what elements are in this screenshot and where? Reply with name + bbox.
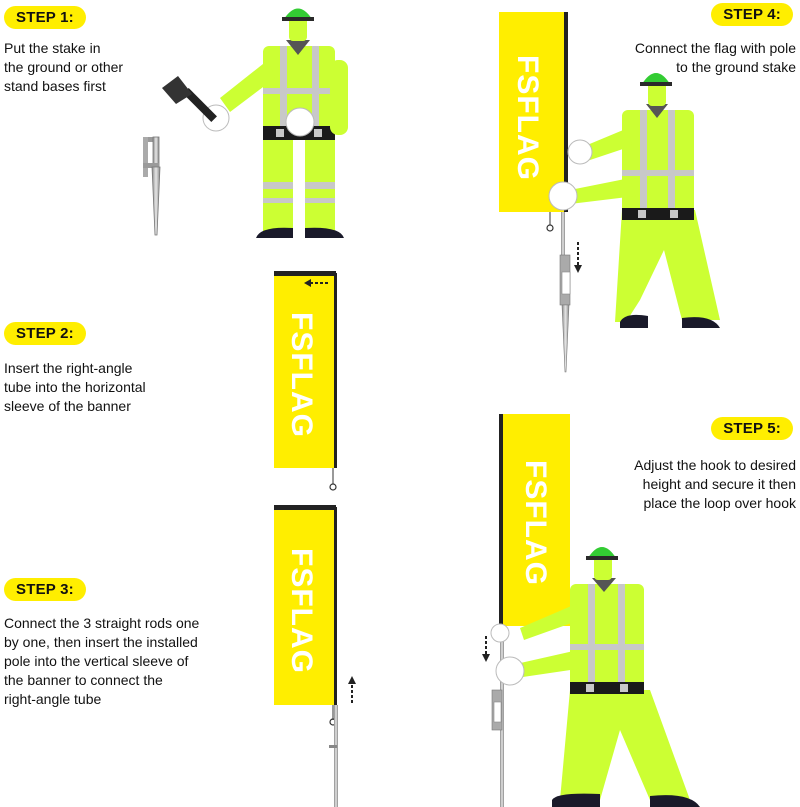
worker-step1 bbox=[162, 8, 348, 238]
worker-step4 bbox=[548, 73, 720, 328]
banner-step2: FSFLAG bbox=[274, 271, 337, 491]
banner-step5: FSFLAG bbox=[482, 414, 570, 807]
step4-badge: STEP 4: bbox=[711, 3, 793, 26]
step4-description: Connect the flag with pole to the ground… bbox=[634, 40, 796, 75]
step5-description: Adjust the hook to desired height and se… bbox=[634, 457, 796, 511]
step3-flag-text: FSFLAG bbox=[285, 548, 318, 674]
step1-badge: STEP 1: bbox=[4, 6, 86, 29]
ground-stake bbox=[143, 136, 161, 236]
step4-flag-text: FSFLAG bbox=[511, 55, 544, 181]
step5-badge: STEP 5: bbox=[711, 417, 793, 440]
step2-badge: STEP 2: bbox=[4, 322, 86, 345]
banner-step4: FSFLAG bbox=[499, 12, 582, 373]
step5-flag-text: FSFLAG bbox=[519, 460, 552, 586]
step2-flag-text: FSFLAG bbox=[285, 312, 318, 438]
step3-badge: STEP 3: bbox=[4, 578, 86, 601]
step2-description: Insert the right-angle tube into the hor… bbox=[4, 360, 146, 414]
banner-step3: FSFLAG bbox=[274, 505, 356, 807]
step3-description: Connect the 3 straight rods one by one, … bbox=[4, 615, 200, 707]
step1-description: Put the stake in the ground or other sta… bbox=[4, 40, 124, 94]
worker-step5 bbox=[495, 547, 700, 807]
